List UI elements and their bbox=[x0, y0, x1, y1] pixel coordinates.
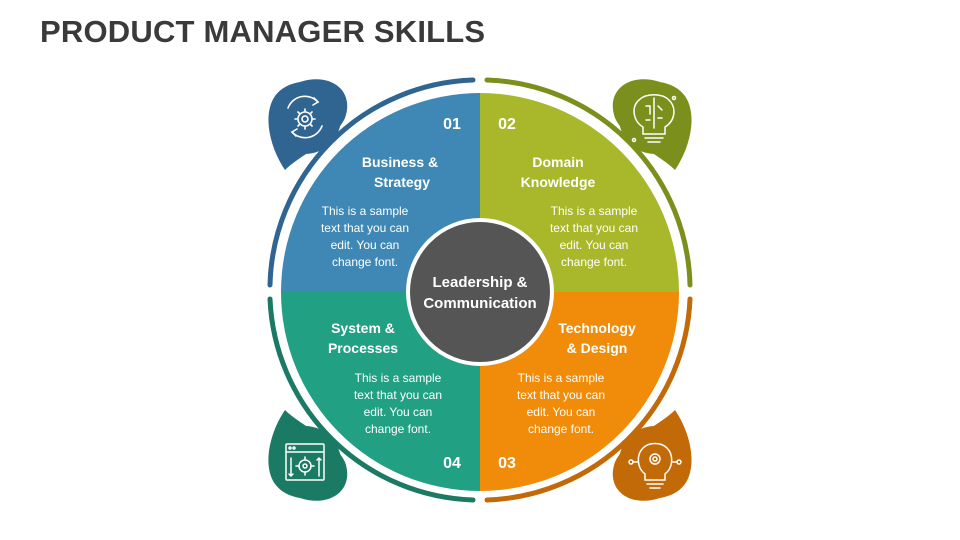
outer-arc-03 bbox=[484, 296, 693, 503]
quadrant-heading-02-line1: Domain bbox=[532, 154, 583, 170]
quadrant-heading-01-line1: Business & bbox=[362, 154, 438, 170]
quadrant-heading-03-line1: Technology bbox=[558, 320, 636, 336]
quadrant-body-01-line2: text that you can bbox=[321, 221, 409, 235]
quadrant-heading-03-line2: & Design bbox=[567, 340, 628, 356]
quadrant-number-01: 01 bbox=[443, 116, 461, 133]
quadrant-body-02-line1: This is a sample bbox=[551, 204, 638, 218]
quadrant-heading-04-line1: System & bbox=[331, 320, 395, 336]
bulb-gear-icon bbox=[628, 442, 682, 489]
quadrant-body-01-line3: edit. You can bbox=[331, 238, 400, 252]
center-label-line2: Communication bbox=[423, 295, 536, 312]
quadrant-body-04-line4: change font. bbox=[365, 422, 431, 436]
quadrant-body-04-line2: text that you can bbox=[354, 388, 442, 402]
quadrant-heading-01-line2: Strategy bbox=[374, 174, 430, 190]
quadrant-body-04-line3: edit. You can bbox=[364, 405, 433, 419]
quadrant-body-01-line4: change font. bbox=[332, 255, 398, 269]
page-title: PRODUCT MANAGER SKILLS bbox=[40, 14, 486, 49]
quadrant-body-02-line2: text that you can bbox=[550, 221, 638, 235]
quadrant-body-03-line2: text that you can bbox=[517, 388, 605, 402]
quadrant-body-04-line1: This is a sample bbox=[355, 371, 442, 385]
quadrant-body-03-line3: edit. You can bbox=[527, 405, 596, 419]
outer-arc-01 bbox=[267, 77, 476, 288]
outer-arc-04 bbox=[267, 296, 476, 503]
quadrant-body-02-line3: edit. You can bbox=[560, 238, 629, 252]
quadrant-body-01-line1: This is a sample bbox=[322, 204, 409, 218]
quadrant-body-02-line4: change font. bbox=[561, 255, 627, 269]
quadrant-number-04: 04 bbox=[443, 455, 461, 472]
quadrant-number-02: 02 bbox=[498, 116, 516, 133]
center-label-line1: Leadership & bbox=[432, 274, 527, 291]
quadrant-heading-02-line2: Knowledge bbox=[521, 174, 596, 190]
process-window-icon bbox=[285, 443, 325, 481]
outer-arc-02 bbox=[484, 77, 693, 288]
center-circle bbox=[406, 218, 554, 366]
quadrant-body-03-line4: change font. bbox=[528, 422, 594, 436]
quadrant-number-03: 03 bbox=[498, 455, 516, 472]
gear-cycle-icon bbox=[287, 95, 323, 139]
quadrant-heading-04-line2: Processes bbox=[328, 340, 398, 356]
brain-bulb-icon bbox=[631, 94, 677, 143]
quadrant-body-03-line1: This is a sample bbox=[518, 371, 605, 385]
